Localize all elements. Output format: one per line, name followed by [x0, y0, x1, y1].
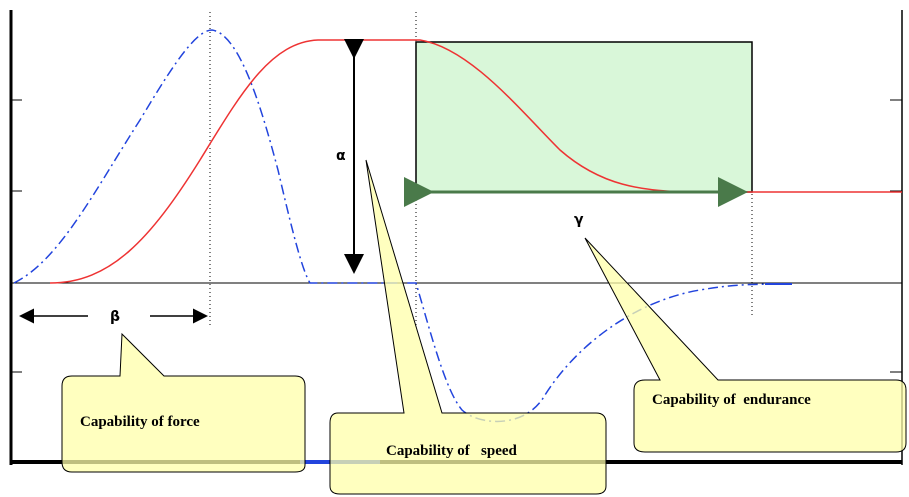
callout-speed [329, 159, 607, 495]
callout-speed-text: Capability of speed [386, 443, 518, 459]
callout-endurance-text: Capability of endurance [652, 392, 811, 408]
blue-curve [13, 29, 791, 423]
callout-force-text: Capability of force [80, 414, 200, 430]
right-ticks [890, 99, 902, 373]
beta-label: β [110, 309, 120, 325]
callout-force [61, 332, 306, 473]
callout-endurance [584, 237, 907, 453]
gamma-label: γ [574, 212, 584, 228]
left-ticks [11, 99, 22, 373]
endurance-box [415, 41, 753, 193]
red-curve [49, 39, 902, 284]
alpha-label: α [336, 148, 346, 164]
